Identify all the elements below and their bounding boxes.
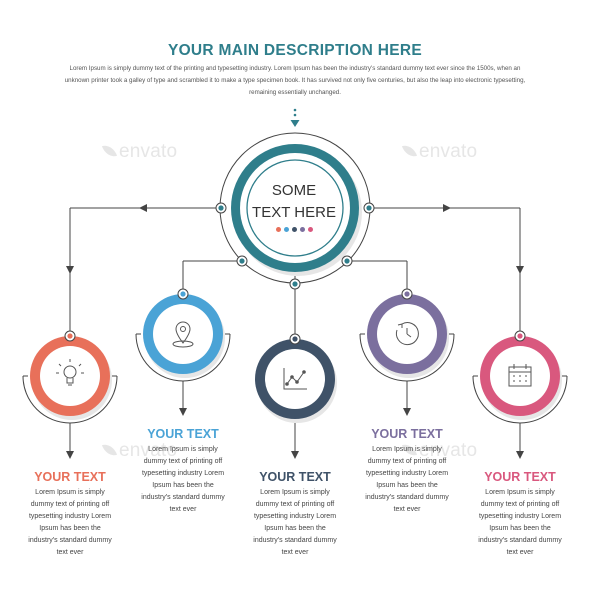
center-inner-ring [246, 159, 344, 257]
node-body-1: Lorem Ipsum is simply dummy text of prin… [28, 489, 112, 557]
node-heading-3: YOUR TEXT [259, 470, 331, 484]
color-dot [308, 227, 313, 232]
arrow-right [443, 204, 451, 212]
connector-dot-core [344, 258, 350, 264]
arrow-down-right [516, 266, 524, 274]
node-body-5: Lorem Ipsum is simply dummy text of prin… [478, 489, 562, 557]
arrow-down-5 [516, 451, 524, 459]
connector-dot-core [218, 205, 224, 211]
node-heading-5: YOUR TEXT [484, 470, 556, 484]
line-chart-icon [283, 368, 307, 390]
connector-dot-core [366, 205, 372, 211]
node-body-4: Lorem Ipsum is simply dummy text of prin… [365, 446, 449, 514]
node-body-2: Lorem Ipsum is simply dummy text of prin… [141, 446, 225, 514]
watermark-label: envato [119, 440, 178, 461]
node-connector-dot-core [67, 333, 73, 339]
node-heading-4: YOUR TEXT [371, 427, 443, 441]
connector-dot-core [292, 281, 298, 287]
node-connector-dot-core [404, 291, 410, 297]
watermark-label: envato [119, 141, 178, 162]
center-node-line-1: SOME [271, 182, 317, 199]
node-heading-1: YOUR TEXT [34, 470, 106, 484]
node-outer-arc [22, 375, 118, 424]
top-entry-indicator [290, 108, 300, 127]
arrow-down-4 [403, 408, 411, 416]
center-node-text: SOME TEXT HERE [238, 180, 350, 224]
color-dot [292, 227, 297, 232]
connector-dot-core [239, 258, 245, 264]
node-outer-arc [135, 333, 231, 382]
center-color-dots [276, 227, 316, 233]
node-inner-white [40, 346, 100, 406]
watermark-label: envato [419, 440, 478, 461]
calendar-icon [508, 364, 532, 387]
node-circle-1 [22, 330, 118, 424]
arrow-down-2 [179, 408, 187, 416]
watermark: envato [401, 440, 478, 462]
page-description: Lorem Ipsum is simply dummy text of the … [64, 65, 526, 96]
color-dot [276, 227, 281, 232]
lightbulb-icon [56, 359, 84, 386]
arrow-left [139, 204, 147, 212]
node-inner-white [153, 304, 213, 364]
watermark: envato [101, 440, 178, 462]
node-heading-2: YOUR TEXT [147, 427, 219, 441]
watermark: envato [101, 141, 178, 163]
arrow-down-1 [66, 451, 74, 459]
node-inner-white [265, 349, 325, 409]
clock-refresh-icon [395, 322, 419, 346]
color-dot [284, 227, 289, 232]
node-circle-3 [255, 333, 337, 423]
node-circle-2 [135, 288, 231, 382]
arrow-down-left [66, 266, 74, 274]
arrow-down-3 [291, 451, 299, 459]
node-outer-arc [472, 375, 568, 424]
watermark: envato [401, 141, 478, 163]
node-body-3: Lorem Ipsum is simply dummy text of prin… [253, 489, 337, 557]
watermark-label: envato [419, 141, 478, 162]
map-pin-icon [172, 321, 194, 348]
node-connector-dot-core [180, 291, 186, 297]
page-title: YOUR MAIN DESCRIPTION HERE [167, 42, 423, 59]
node-connector-dot-core [517, 333, 523, 339]
center-connector-dots [215, 202, 375, 290]
center-node-line-2: TEXT HERE [252, 204, 336, 221]
color-dot [300, 227, 305, 232]
node-circle-5 [472, 330, 568, 424]
node-outer-arc [359, 333, 455, 382]
node-connector-dot-core [292, 336, 298, 342]
arrowheads [66, 204, 524, 459]
node-circle-4 [359, 288, 455, 382]
